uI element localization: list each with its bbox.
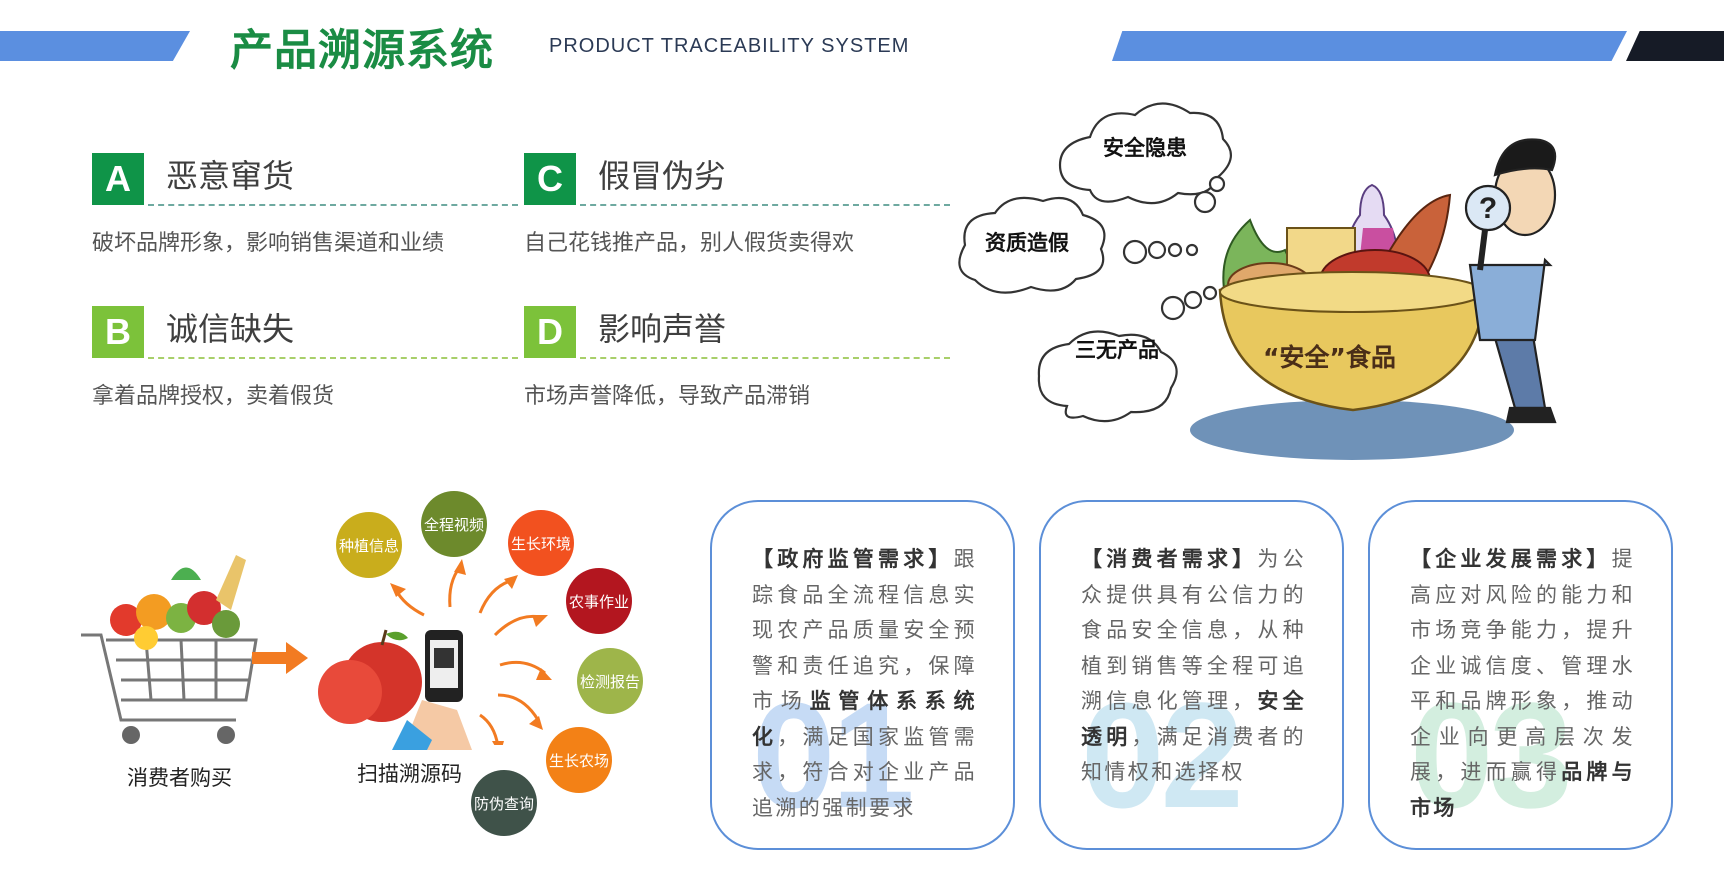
flow-step-consumer-purchase: 消费者购买 bbox=[127, 766, 232, 790]
card-body-end: ，满足国家监管需求，符合对企业产品追溯的强制要求 bbox=[752, 724, 977, 820]
card-body: 跟踪食品全流程信息实现农产品质量安全预警和责任追究，保障市场 bbox=[752, 547, 977, 713]
info-circle-label: 种植信息 bbox=[338, 536, 399, 555]
arrow-right-icon bbox=[252, 642, 308, 674]
scan-phone-apples-icon bbox=[318, 629, 472, 750]
page-subtitle: PRODUCT TRACEABILITY SYSTEM bbox=[549, 35, 910, 57]
problem-letter-badge: D bbox=[524, 306, 576, 358]
cloud-label-fake-credentials: 资质造假 bbox=[985, 231, 1069, 255]
card-emphasis: 监管体系系统化 bbox=[752, 689, 977, 749]
info-circle-label: 防伪查询 bbox=[473, 794, 534, 813]
dashed-divider bbox=[148, 357, 518, 359]
cloud-label-safety-risk: 安全隐患 bbox=[1103, 136, 1187, 160]
card-watermark-number: 02 bbox=[1081, 671, 1244, 839]
card-text: 【企业发展需求】提高应对风险的能力和市场竞争能力，提升企业诚信度、管理水平和品牌… bbox=[1410, 542, 1635, 826]
problem-desc: 市场声誉降低，导致产品滞销 bbox=[524, 384, 811, 409]
problem-title: 假冒伪劣 bbox=[598, 157, 727, 195]
header-bar-dark bbox=[1626, 31, 1724, 61]
bowl-shadow bbox=[1190, 400, 1514, 460]
info-circle-planting: 种植信息 bbox=[336, 512, 402, 578]
flow-step-scan-code: 扫描溯源码 bbox=[357, 762, 462, 786]
info-circle-label: 全程视频 bbox=[423, 515, 484, 534]
problem-title: 影响声誉 bbox=[598, 310, 727, 348]
card-body-end: ，满足消费者的知情权和选择权 bbox=[1081, 724, 1306, 785]
header-bar-right bbox=[1112, 31, 1627, 61]
shopping-cart-icon bbox=[81, 555, 258, 744]
card-body: 为公众提供具有公信力的食品安全信息，从种植到销售等全程可追溯信息化管理， bbox=[1081, 547, 1306, 713]
info-circle-anti-counterfeit: 防伪查询 bbox=[471, 770, 537, 836]
card-consumer-demand: 02 【消费者需求】为公众提供具有公信力的食品安全信息，从种植到销售等全程可追溯… bbox=[1039, 500, 1344, 850]
card-heading: 【消费者需求】 bbox=[1081, 547, 1258, 571]
header-bar-left bbox=[0, 31, 190, 61]
food-safety-cartoon: ? 安全隐患 资质造假 三无产品 “安全”食品 bbox=[955, 100, 1615, 460]
problem-title: 恶意窜货 bbox=[166, 157, 295, 195]
info-circle-farm-work: 农事作业 bbox=[566, 568, 632, 634]
info-circle-farm: 生长农场 bbox=[546, 727, 612, 793]
info-circle-label: 检测报告 bbox=[579, 672, 640, 691]
problem-desc: 拿着品牌授权，卖着假货 bbox=[92, 384, 335, 409]
bowl-label: “安全”食品 bbox=[1263, 343, 1396, 372]
problem-letter-badge: C bbox=[524, 153, 576, 205]
card-enterprise-demand: 03 【企业发展需求】提高应对风险的能力和市场竞争能力，提升企业诚信度、管理水平… bbox=[1368, 500, 1673, 850]
problem-letter-badge: B bbox=[92, 306, 144, 358]
man-with-magnifier bbox=[1464, 138, 1557, 424]
card-emphasis: 品牌与市场 bbox=[1410, 760, 1636, 820]
problem-title: 诚信缺失 bbox=[166, 310, 295, 348]
dashed-divider bbox=[580, 357, 950, 359]
cloud-shapes bbox=[958, 102, 1232, 423]
card-text: 【消费者需求】为公众提供具有公信力的食品安全信息，从种植到销售等全程可追溯信息化… bbox=[1081, 542, 1306, 791]
info-circle-label: 生长农场 bbox=[548, 751, 609, 770]
dashed-divider bbox=[148, 204, 518, 206]
problem-desc: 自己花钱推产品，别人假货卖得欢 bbox=[524, 231, 855, 256]
radiating-arrows bbox=[390, 559, 552, 745]
card-watermark-number: 03 bbox=[1410, 671, 1573, 839]
svg-text:?: ? bbox=[1479, 192, 1497, 225]
card-text: 【政府监管需求】跟踪食品全流程信息实现农产品质量安全预警和责任追究，保障市场监管… bbox=[752, 542, 977, 826]
cloud-label-unlabeled-products: 三无产品 bbox=[1075, 338, 1159, 362]
card-watermark-number: 01 bbox=[752, 671, 915, 839]
info-circle-label: 生长环境 bbox=[510, 534, 571, 553]
info-circle-environment: 生长环境 bbox=[508, 510, 574, 576]
page-title: 产品溯源系统 bbox=[230, 26, 494, 76]
card-emphasis: 安全透明 bbox=[1081, 689, 1306, 749]
problem-desc: 破坏品牌形象，影响销售渠道和业绩 bbox=[92, 231, 445, 256]
cartoon-illustration: ? bbox=[958, 102, 1557, 460]
card-body: 提高应对风险的能力和市场竞争能力，提升企业诚信度、管理水平和品牌形象，推动企业向… bbox=[1410, 547, 1635, 784]
info-circle-video: 全程视频 bbox=[421, 491, 487, 557]
card-heading: 【企业发展需求】 bbox=[1410, 547, 1612, 571]
dashed-divider bbox=[580, 204, 950, 206]
info-circle-test-report: 检测报告 bbox=[577, 648, 643, 714]
info-circle-label: 农事作业 bbox=[568, 592, 629, 611]
card-heading: 【政府监管需求】 bbox=[752, 547, 954, 571]
card-government-demand: 01 【政府监管需求】跟踪食品全流程信息实现农产品质量安全预警和责任追究，保障市… bbox=[710, 500, 1015, 850]
problem-letter-badge: A bbox=[92, 153, 144, 205]
